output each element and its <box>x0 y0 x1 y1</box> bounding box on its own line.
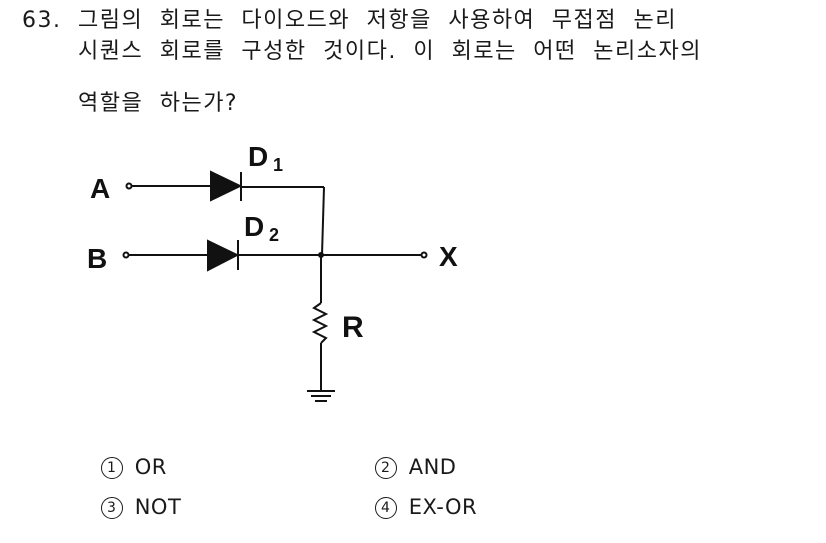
option-3[interactable]: 3 NOT <box>72 471 181 543</box>
option-3-mark: 3 <box>100 497 123 519</box>
option-3-label: NOT <box>134 495 182 519</box>
option-4[interactable]: 4 EX-OR <box>346 471 477 543</box>
question-text-line-3: 역할을 하는가? <box>78 91 239 116</box>
label-d1-sub: 1 <box>273 155 283 175</box>
option-2[interactable]: 2 AND <box>346 431 456 503</box>
option-1-mark: 1 <box>100 457 123 479</box>
option-2-label: AND <box>408 455 457 479</box>
terminal-a <box>125 182 133 190</box>
circuit-diagram: A B D 1 D 2 R X <box>87 141 458 402</box>
resistor-symbol <box>311 302 329 344</box>
diode-1-triangle <box>210 170 243 202</box>
diode-2-triangle <box>207 239 240 272</box>
question-text-line-2: 시퀀스 회로를 구성한 것이다. 이 회로는 어떤 논리소자의 <box>78 39 702 64</box>
option-1-label: OR <box>134 455 167 479</box>
label-d1: D <box>248 141 268 172</box>
terminal-b <box>122 251 130 259</box>
label-x: X <box>439 241 458 272</box>
label-b: B <box>87 243 107 274</box>
label-d2: D <box>244 211 264 242</box>
question-number: 63. <box>22 8 62 33</box>
terminal-x <box>420 251 428 259</box>
option-2-mark: 2 <box>374 457 397 479</box>
label-d2-sub: 2 <box>269 225 279 245</box>
option-4-label: EX-OR <box>408 495 478 519</box>
junction-dot <box>318 252 324 258</box>
label-a: A <box>90 173 110 204</box>
question-text-line-1: 그림의 회로는 다이오드와 저항을 사용하여 무접점 논리 <box>78 8 677 33</box>
option-4-mark: 4 <box>374 497 397 519</box>
wire-d1-down <box>321 186 325 256</box>
option-1[interactable]: 1 OR <box>72 431 167 503</box>
label-r: R <box>342 311 364 344</box>
